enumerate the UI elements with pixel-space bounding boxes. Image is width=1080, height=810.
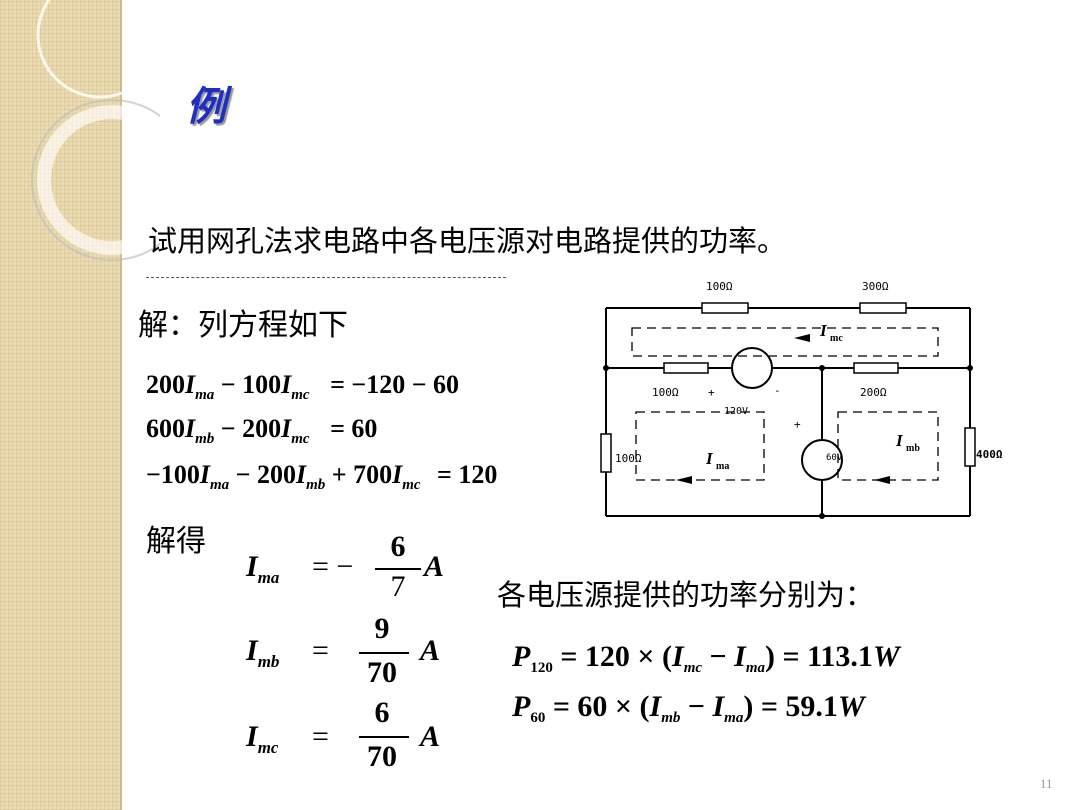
label-minus-1: - [774, 384, 781, 397]
label-loop-mb-sub: mb [906, 443, 920, 454]
label-plus-1: + [708, 386, 715, 399]
power-label: 各电压源提供的功率分别为： [497, 578, 875, 612]
resistor-top-right [859, 302, 907, 314]
label-loop-ma-sub: ma [716, 461, 729, 472]
resistor-right [964, 427, 976, 467]
label-loop-mc: I [819, 321, 828, 340]
power-p120: P120 = 120 × (Imc − Ima) = 113.1W [512, 640, 900, 676]
voltage-source-60v [801, 439, 843, 481]
resistor-left [600, 433, 612, 473]
label-plus-2: + [794, 418, 801, 431]
label-source-120v: 120V [724, 406, 748, 417]
dashed-divider [146, 277, 506, 278]
equation-2: 600Imb − 200Imc = 60 [146, 414, 378, 447]
label-r-top-right: 300Ω [862, 280, 889, 293]
label-loop-mb: I [895, 431, 904, 450]
page-number: 11 [1040, 776, 1053, 791]
label-r-right: 400Ω [976, 448, 1003, 461]
label-r-mid-right: 200Ω [860, 386, 887, 399]
question-text: 试用网孔法求电路中各电压源对电路提供的功率。 [148, 224, 787, 258]
equation-1: 200Ima − 100Imc = −120 − 60 [146, 370, 460, 403]
label-loop-ma: I [705, 449, 714, 468]
voltage-source-120v [731, 347, 773, 389]
circuit-diagram: 100Ω 300Ω 100Ω 200Ω 100Ω 400Ω 120V 60V +… [600, 280, 1003, 519]
resistor-top-left [701, 302, 749, 314]
label-loop-mc-sub: mc [830, 333, 843, 344]
label-r-mid-left: 100Ω [652, 386, 679, 399]
result-label: 解得 [146, 524, 206, 559]
equation-3: −100Ima − 200Imb + 700Imc = 120 [146, 460, 498, 493]
resistor-mid-right [853, 362, 899, 374]
label-r-left: 100Ω [615, 452, 642, 465]
resistor-mid-left [663, 362, 709, 374]
label-r-top-left: 100Ω [706, 280, 733, 293]
slide-title: 例 [186, 83, 226, 130]
power-p60: P60 = 60 × (Imb − Ima) = 59.1W [512, 690, 865, 726]
solve-label: 解：列方程如下 [138, 308, 348, 343]
label-source-60v: 60V [826, 453, 843, 463]
decorative-rings [31, 0, 160, 261]
